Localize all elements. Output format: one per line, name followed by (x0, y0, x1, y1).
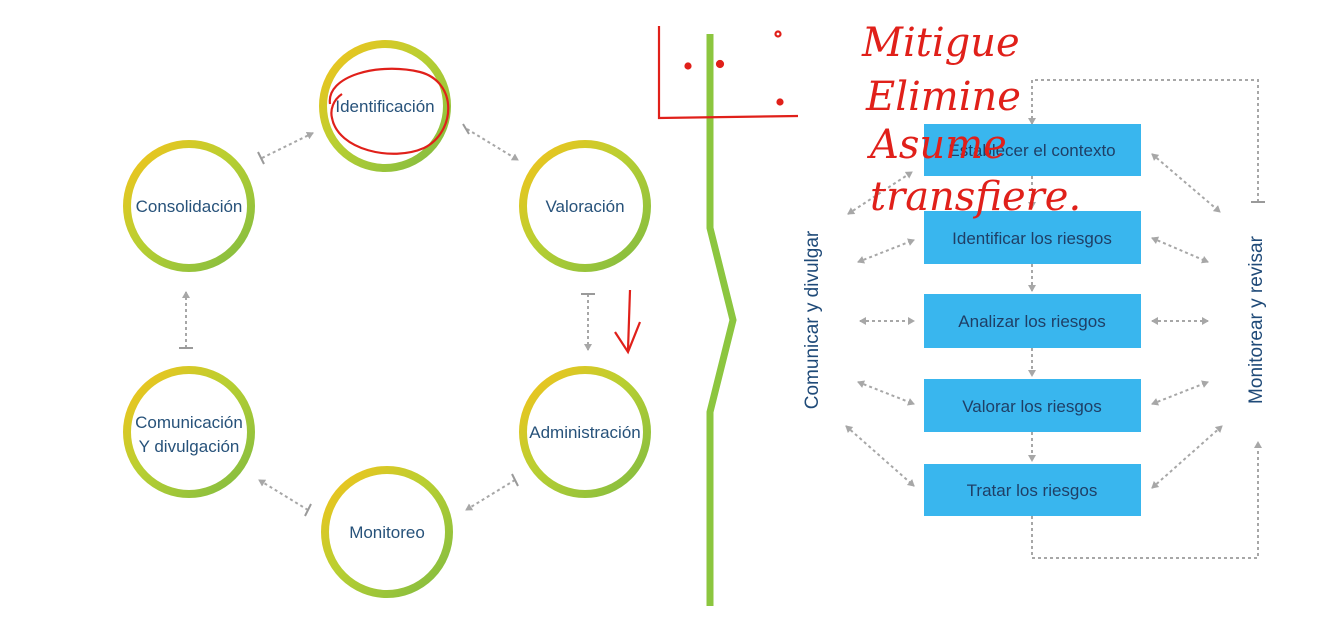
divider (706, 34, 737, 606)
process-box-establecer: Establecer el contexto (924, 124, 1141, 176)
risk-process: Establecer el contexto Identificar los r… (802, 79, 1267, 559)
node-label-line1: Comunicación (135, 413, 243, 432)
process-box-valorar: Valorar los riesgos (924, 379, 1141, 432)
process-box-identificar: Identificar los riesgos (924, 211, 1141, 264)
connector-monitoreo-comunicacion (258, 479, 309, 511)
annotation-word-3: Asume (866, 122, 1007, 168)
annotation-word-2: Elimine (865, 74, 1021, 120)
box-label: Establecer el contexto (948, 141, 1115, 160)
annotation-axes-sketch (657, 26, 799, 120)
box-label: Identificar los riesgos (952, 229, 1112, 248)
box-label: Analizar los riesgos (958, 312, 1105, 331)
handwritten-annotations: Mitigue Elimine Asume transfiere. (328, 20, 1081, 355)
node-valoracion: Valoración (519, 140, 651, 272)
annotation-circle (328, 67, 450, 155)
node-monitoreo: Monitoreo (321, 466, 453, 598)
node-label: Identificación (335, 97, 434, 116)
node-identificacion: Identificación (319, 40, 451, 172)
annotation-arrow (626, 289, 632, 351)
node-label-line2: Y divulgación (139, 437, 240, 456)
process-box-tratar: Tratar los riesgos (924, 464, 1141, 516)
process-box-analizar: Analizar los riesgos (924, 294, 1141, 348)
node-consolidacion: Consolidación (123, 140, 255, 272)
node-administracion: Administración (519, 366, 651, 498)
node-label: Consolidación (136, 197, 243, 216)
connector-consolidacion-identificacion (261, 132, 314, 159)
left-label: Comunicar y divulgar (802, 230, 823, 409)
box-label: Tratar los riesgos (967, 481, 1098, 500)
connector-administracion-monitoreo (465, 479, 516, 511)
box-label: Valorar los riesgos (962, 397, 1102, 416)
connector-identificacion-valoracion (466, 128, 519, 161)
annotation-word-1: Mitigue (861, 20, 1020, 66)
node-comunicacion: Comunicación Y divulgación (123, 366, 255, 498)
risk-cycle: Identificación Valoración Administración… (123, 40, 651, 598)
right-label: Monitorear y revisar (1246, 235, 1267, 404)
annotation-word-4: transfiere. (870, 174, 1081, 220)
node-label: Valoración (545, 197, 624, 216)
node-label: Administración (529, 423, 641, 442)
node-label: Monitoreo (349, 523, 425, 542)
